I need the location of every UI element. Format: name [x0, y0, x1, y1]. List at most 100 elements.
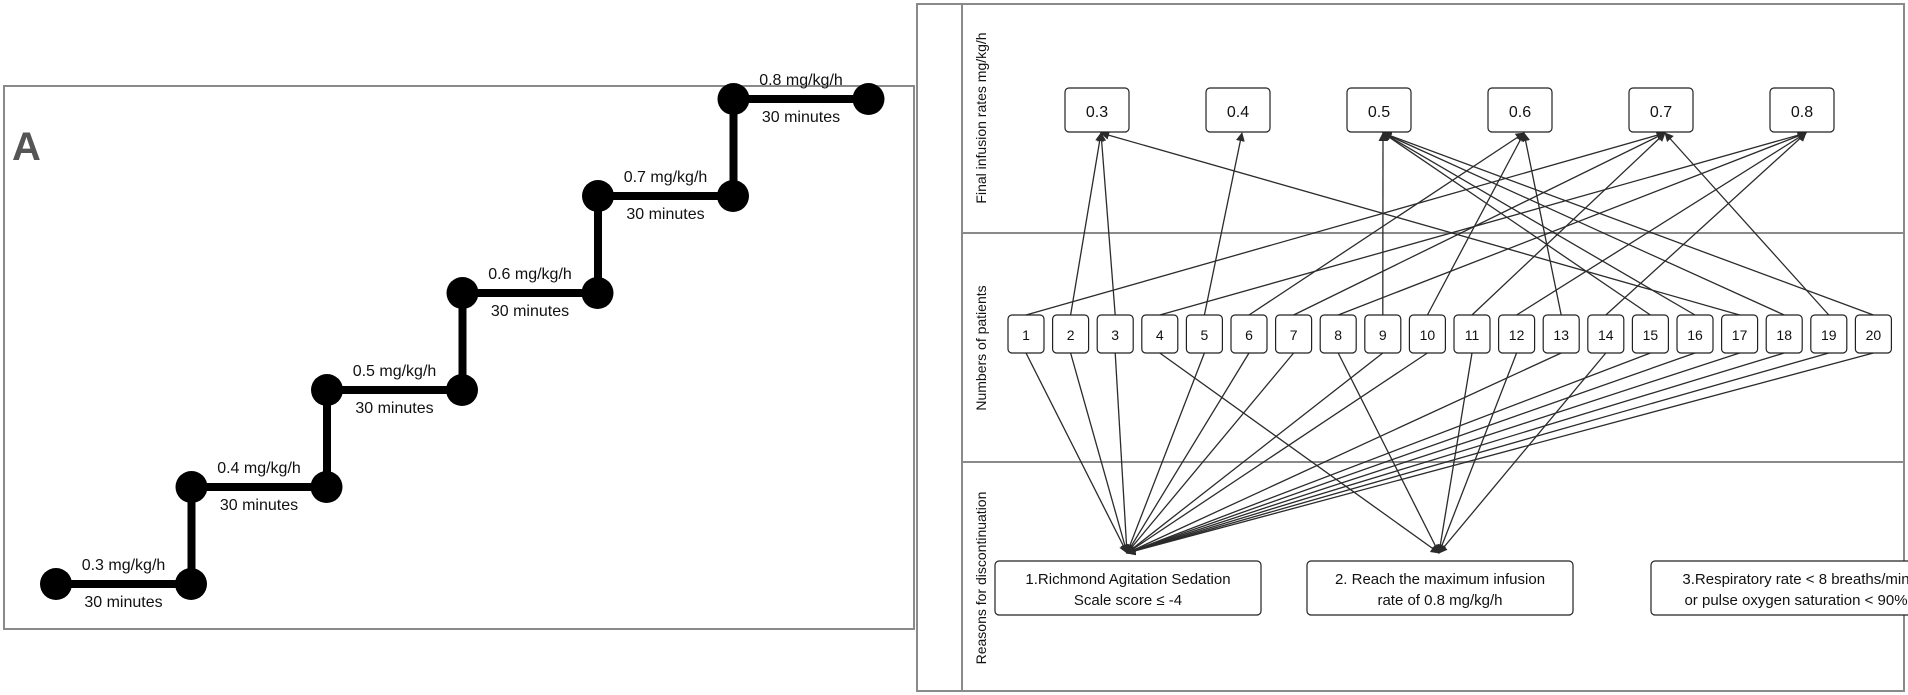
reason-box — [994, 560, 1262, 616]
patient-to-rate-arrow — [1382, 132, 1696, 316]
patient-to-rate-arrow — [1426, 132, 1525, 316]
patient-number: 6 — [1245, 327, 1253, 343]
patient-to-rate-arrow — [1100, 130, 1740, 316]
panel-a-label: A — [12, 125, 41, 169]
final-rate-value: 0.4 — [1227, 104, 1249, 121]
dose-rate-label: 0.4 mg/kg/h — [217, 460, 301, 477]
patient-box — [1497, 314, 1536, 354]
reason-text-line1: 1.Richmond Agitation Sedation — [1025, 571, 1230, 588]
patient-to-rate-arrow — [1664, 132, 1830, 316]
patient-box — [1587, 314, 1625, 354]
final-rate-box — [1487, 87, 1553, 133]
patient-box — [1364, 314, 1402, 354]
final-rate-box — [1205, 87, 1271, 133]
patient-to-rate-arrow — [1382, 132, 1651, 316]
dose-node — [852, 83, 885, 115]
patient-to-reason-arrow — [1126, 352, 1384, 554]
patient-number: 8 — [1334, 327, 1342, 343]
patient-to-reason-arrow — [1125, 352, 1206, 554]
patient-box — [1230, 314, 1268, 354]
patient-to-reason-arrow — [1126, 352, 1651, 555]
dose-node — [446, 374, 478, 406]
patient-to-rate-arrow — [1069, 132, 1105, 316]
patient-number: 20 — [1866, 327, 1882, 343]
patient-number: 12 — [1509, 327, 1525, 343]
patient-number: 2 — [1067, 327, 1075, 343]
patient-box — [1274, 314, 1313, 354]
dose-staircase: 0.3 mg/kg/h 30 minutes 0.4 mg/kg/h 30 minut… — [40, 72, 885, 611]
dose-duration-label: 30 minutes — [762, 109, 840, 126]
final-rate-value: 0.5 — [1368, 104, 1390, 121]
patient-box — [1453, 314, 1491, 354]
dose-node — [175, 471, 208, 503]
patient-to-reason-arrow — [1114, 352, 1132, 554]
dose-node — [717, 180, 749, 212]
dose-node — [310, 471, 343, 503]
final-rate-box — [1064, 87, 1130, 133]
patient-number: 11 — [1465, 327, 1480, 343]
patient-number: 19 — [1821, 327, 1837, 343]
patient-number: 5 — [1201, 327, 1209, 343]
final-rate-value: 0.8 — [1791, 104, 1813, 121]
final-rate-box — [1346, 87, 1412, 133]
dose-node — [175, 568, 207, 600]
patient-box — [1542, 314, 1580, 354]
reason-text-line2: or pulse oxygen saturation < 90% — [1684, 592, 1907, 609]
dose-node — [446, 277, 479, 309]
row-label-patients: Numbers of patients — [973, 285, 989, 410]
dose-node — [581, 277, 614, 309]
patient-box — [1810, 314, 1848, 354]
dose-duration-label: 30 minutes — [626, 206, 704, 223]
dose-node — [311, 374, 343, 406]
dose-duration-label: 30 minutes — [355, 400, 433, 417]
dose-rate-label: 0.8 mg/kg/h — [759, 72, 843, 89]
patient-box — [1765, 314, 1803, 354]
patient-box — [1007, 314, 1045, 354]
patient-box — [1141, 314, 1179, 354]
panel-a: A 0.3 mg/kg/h 30 minutes 0.4 mg/kg/h 30 min… — [3, 72, 915, 630]
patient-to-rate-arrow — [1337, 131, 1807, 316]
patient-to-rate-arrow — [1521, 132, 1562, 316]
dose-duration-label: 30 minutes — [220, 497, 298, 514]
patient-to-rate-arrow — [1097, 132, 1116, 316]
patient-box — [1720, 314, 1759, 354]
panel-b: B Final infusion rates mg/kg/h Numbers o… — [916, 3, 1908, 692]
patient-to-rate-arrow — [1025, 130, 1666, 316]
patient-to-reason-arrow — [1025, 352, 1128, 554]
patient-to-reason-arrow — [1069, 352, 1130, 554]
row-label-reasons: Reasons for discontinuation — [973, 492, 989, 665]
dose-rate-label: 0.5 mg/kg/h — [353, 363, 437, 380]
final-rate-box — [1628, 87, 1694, 133]
patient-to-reason-arrow — [1126, 352, 1295, 554]
patient-to-reason-arrow — [1126, 352, 1874, 556]
patient-to-rate-arrow — [1516, 132, 1807, 316]
reason-box — [1306, 560, 1574, 616]
reason-text-line1: 2. Reach the maximum infusion — [1335, 571, 1545, 588]
final-rate-value: 0.3 — [1086, 104, 1108, 121]
dose-node — [40, 568, 72, 600]
patient-to-reason-arrow — [1126, 352, 1696, 555]
patient-number: 17 — [1732, 327, 1748, 343]
patient-box — [1096, 314, 1134, 354]
patient-to-reason-arrow — [1438, 352, 1607, 554]
patient-to-reason-arrow — [1126, 352, 1250, 554]
dose-rate-label: 0.7 mg/kg/h — [624, 169, 708, 186]
patient-to-rate-arrow — [1382, 131, 1874, 316]
dose-rate-label: 0.3 mg/kg/h — [82, 557, 166, 574]
patient-to-rate-arrow — [1382, 132, 1785, 316]
final-rate-box — [1769, 87, 1835, 133]
patient-to-reason-arrow — [1126, 352, 1785, 555]
patient-box — [1185, 314, 1224, 354]
patient-to-reason-arrow — [1159, 352, 1440, 554]
patient-number: 7 — [1290, 327, 1298, 343]
patient-to-rate-arrow — [1248, 132, 1525, 316]
reason-text-line1: 3.Respiratory rate < 8 breaths/min — [1682, 571, 1908, 588]
dose-rate-label: 0.6 mg/kg/h — [488, 266, 572, 283]
patient-box — [1854, 314, 1893, 354]
reason-text-line2: rate of 0.8 mg/kg/h — [1377, 592, 1502, 609]
reason-box — [1650, 560, 1908, 616]
